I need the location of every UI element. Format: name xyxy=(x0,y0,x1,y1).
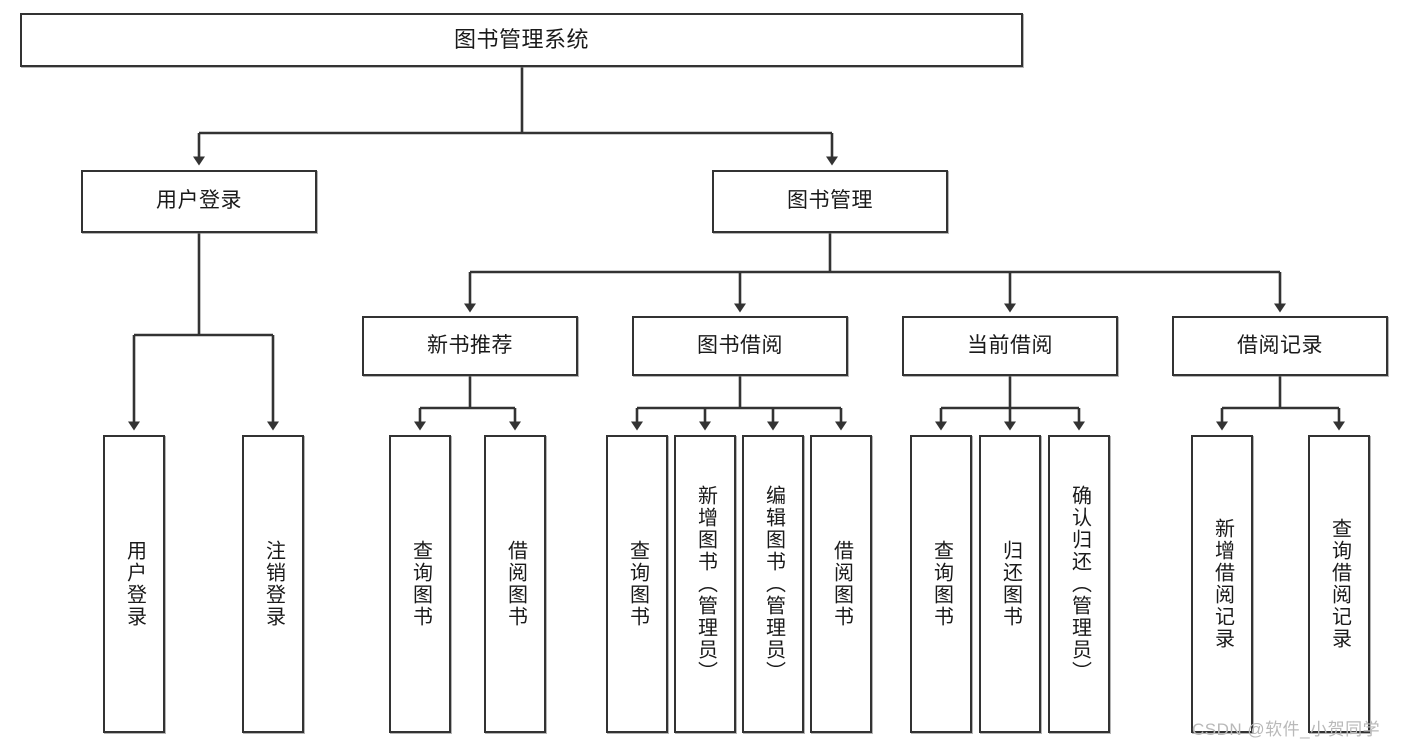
node-user-login[interactable]: 用户登录 xyxy=(81,170,317,233)
node-leaf-return-book[interactable]: 归还图书 xyxy=(979,435,1041,733)
node-root[interactable]: 图书管理系统 xyxy=(20,13,1023,67)
node-leaf-return-book-label: 归还图书 xyxy=(999,540,1022,628)
node-leaf-user-logout[interactable]: 注销登录 xyxy=(242,435,304,733)
node-leaf-confirm-return[interactable]: 确认归还（管理员） xyxy=(1048,435,1110,733)
node-leaf-user-logout-label: 注销登录 xyxy=(262,540,285,628)
node-leaf-add-record-label: 新增借阅记录 xyxy=(1211,518,1234,650)
node-book-manage-label: 图书管理 xyxy=(787,189,873,213)
node-borrow-record-label: 借阅记录 xyxy=(1237,333,1323,357)
node-leaf-query-book-3[interactable]: 查询图书 xyxy=(910,435,972,733)
node-leaf-query-record-label: 查询借阅记录 xyxy=(1328,518,1351,650)
node-leaf-query-book-3-label: 查询图书 xyxy=(930,540,953,628)
node-leaf-borrow-book-2[interactable]: 借阅图书 xyxy=(810,435,872,733)
node-user-login-label: 用户登录 xyxy=(156,189,242,213)
node-leaf-add-book-label: 新增图书（管理员） xyxy=(694,485,717,683)
node-book-borrow[interactable]: 图书借阅 xyxy=(632,316,848,376)
node-current-borrow[interactable]: 当前借阅 xyxy=(902,316,1118,376)
node-leaf-add-record[interactable]: 新增借阅记录 xyxy=(1191,435,1253,733)
node-leaf-query-book-1-label: 查询图书 xyxy=(409,540,432,628)
node-current-borrow-label: 当前借阅 xyxy=(967,333,1053,357)
node-leaf-query-book-2-label: 查询图书 xyxy=(626,540,649,628)
node-root-label: 图书管理系统 xyxy=(453,27,589,53)
node-book-manage[interactable]: 图书管理 xyxy=(712,170,948,233)
node-leaf-edit-book-label: 编辑图书（管理员） xyxy=(762,485,785,683)
node-leaf-add-book[interactable]: 新增图书（管理员） xyxy=(674,435,736,733)
node-book-borrow-label: 图书借阅 xyxy=(697,333,783,357)
node-leaf-user-login[interactable]: 用户登录 xyxy=(103,435,165,733)
node-leaf-borrow-book-1[interactable]: 借阅图书 xyxy=(484,435,546,733)
watermark: CSDN @软件_小贺同学 xyxy=(1192,720,1381,739)
node-new-book-recommend[interactable]: 新书推荐 xyxy=(362,316,578,376)
node-leaf-user-login-label: 用户登录 xyxy=(123,540,146,628)
node-leaf-query-book-1[interactable]: 查询图书 xyxy=(389,435,451,733)
node-new-book-recommend-label: 新书推荐 xyxy=(427,333,513,357)
node-leaf-borrow-book-2-label: 借阅图书 xyxy=(830,540,853,628)
node-leaf-borrow-book-1-label: 借阅图书 xyxy=(504,540,527,628)
node-leaf-confirm-return-label: 确认归还（管理员） xyxy=(1068,485,1091,683)
node-leaf-query-book-2[interactable]: 查询图书 xyxy=(606,435,668,733)
node-borrow-record[interactable]: 借阅记录 xyxy=(1172,316,1388,376)
node-leaf-query-record[interactable]: 查询借阅记录 xyxy=(1308,435,1370,733)
node-leaf-edit-book[interactable]: 编辑图书（管理员） xyxy=(742,435,804,733)
